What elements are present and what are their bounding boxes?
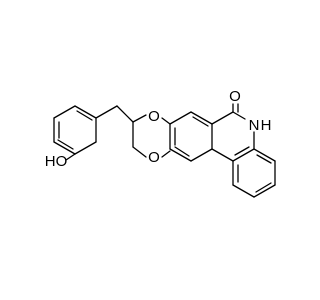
bond <box>74 105 97 119</box>
bond <box>211 148 234 162</box>
bond <box>53 141 76 155</box>
double-bond-inner <box>255 182 272 193</box>
dioxane-oxygen-lower: O <box>148 149 160 166</box>
bond <box>53 105 76 119</box>
bond <box>161 117 171 125</box>
dioxane-oxygen-upper: O <box>148 108 160 125</box>
hydroxyphenyl-ring <box>53 105 97 155</box>
bond <box>161 150 171 158</box>
bond <box>169 111 192 125</box>
lactam-ring <box>211 111 255 162</box>
double-bond-inner <box>57 139 74 150</box>
bond <box>232 111 246 120</box>
bond <box>169 148 192 162</box>
lactam-hydrogen-label: H <box>261 117 272 134</box>
bond <box>232 184 255 198</box>
benzyl-bond <box>116 105 134 123</box>
bond <box>132 114 147 123</box>
bond <box>253 148 276 162</box>
dioxane-ring <box>132 114 171 158</box>
double-bond-inner <box>256 154 272 164</box>
benzyl-bond <box>95 105 118 119</box>
double-bond-inner <box>174 146 190 157</box>
hydroxyl-bond <box>65 153 76 161</box>
bond <box>132 146 147 158</box>
benzo-ring <box>232 148 276 198</box>
bond <box>232 148 255 162</box>
hydroxyl-label: HO <box>45 153 68 170</box>
double-bond-inner <box>76 110 93 121</box>
chemical-structure-diagram: HO O O O N H <box>45 88 276 198</box>
lactam-nitrogen-label: N <box>249 117 260 134</box>
bond <box>190 111 213 125</box>
carbonyl-oxygen-label: O <box>229 88 241 105</box>
bond <box>190 148 213 162</box>
double-bond-inner <box>192 116 209 127</box>
bond <box>74 141 97 155</box>
bond <box>253 184 276 198</box>
double-bond-inner <box>234 146 250 156</box>
central-benzene-ring <box>169 111 213 162</box>
bond <box>211 111 234 125</box>
